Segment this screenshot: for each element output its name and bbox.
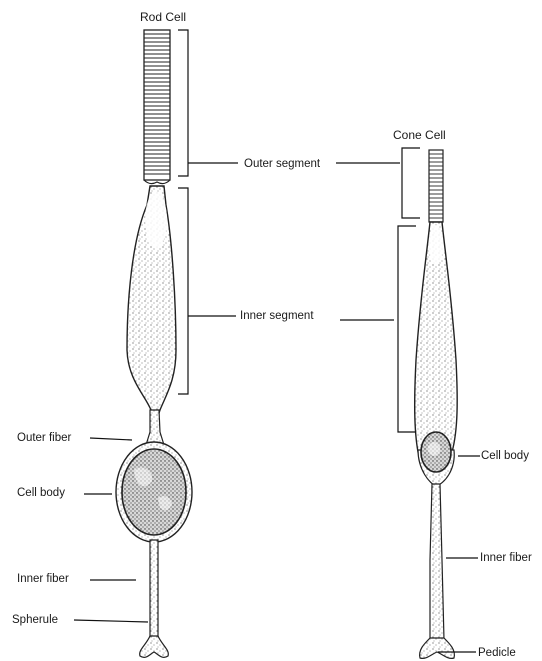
rod-spherule-shape bbox=[140, 636, 169, 657]
cone-pedicle-shape bbox=[420, 638, 455, 658]
rod-outer-bracket bbox=[178, 30, 188, 176]
rod-inner-fiber bbox=[150, 540, 158, 638]
rod-outer-fiber bbox=[146, 410, 164, 445]
cone-outer-segment bbox=[429, 150, 443, 222]
rod-cell-body-label: Cell body bbox=[17, 486, 65, 500]
rod-outer-fiber-label: Outer fiber bbox=[17, 431, 71, 445]
rod-cell-title: Rod Cell bbox=[140, 10, 186, 24]
rod-cell bbox=[74, 30, 238, 657]
cone-cell bbox=[336, 148, 480, 658]
cone-inner-fiber-label: Inner fiber bbox=[480, 551, 532, 565]
cone-leaders bbox=[336, 148, 480, 652]
cone-cell-body bbox=[418, 432, 454, 486]
rod-spherule-label: Spherule bbox=[12, 613, 58, 627]
cone-inner-bracket bbox=[398, 226, 416, 432]
rod-cell-body bbox=[116, 442, 192, 542]
cone-inner-fiber bbox=[430, 484, 444, 640]
cone-cell-body-label: Cell body bbox=[481, 449, 529, 463]
rod-ellipsoid bbox=[145, 192, 167, 248]
rod-outer-segment bbox=[144, 30, 170, 184]
rod-outer-segment-label: Outer segment bbox=[244, 157, 320, 171]
cone-pedicle-label: Pedicle bbox=[478, 646, 516, 660]
rod-inner-fiber-label: Inner fiber bbox=[17, 572, 69, 586]
rod-inner-bracket bbox=[178, 188, 188, 394]
cone-outer-bracket bbox=[402, 148, 420, 218]
cone-cell-title: Cone Cell bbox=[393, 128, 446, 142]
rod-inner-segment-label: Inner segment bbox=[240, 309, 314, 323]
